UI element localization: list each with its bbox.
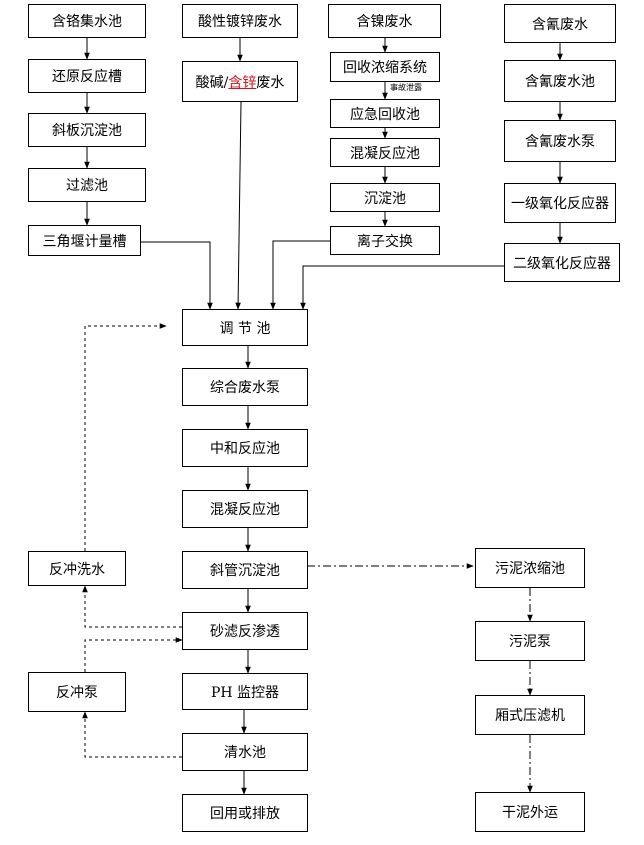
nickel-coagulation-tank: 混凝反应池 [330, 138, 440, 167]
chamber-filter-press: 厢式压滤机 [475, 695, 585, 735]
arrow-clear-to-pump [82, 711, 182, 758]
inclined-plate-settler: 斜板沉淀池 [28, 113, 146, 147]
equalization-tank: 调 节 池 [182, 309, 308, 346]
coagulation-reaction-tank: 混凝反应池 [182, 490, 308, 528]
filter-tank: 过滤池 [28, 168, 146, 202]
nickel-wastewater-source: 含镍废水 [328, 4, 441, 38]
cyanide-wastewater-tank: 含氰废水池 [504, 60, 616, 102]
reuse-or-discharge: 回用或排放 [182, 794, 308, 832]
arrow-ion-to-equalize [270, 240, 330, 310]
secondary-oxidation-reactor: 二级氧化反应器 [504, 243, 620, 282]
arrow-pump-to-sand [84, 637, 183, 672]
acid-zinc-wastewater-source: 酸性镀锌废水 [182, 4, 298, 38]
dry-sludge-transport: 干泥外运 [475, 792, 585, 832]
combined-wastewater-pump: 综合废水泵 [182, 368, 308, 406]
recovery-concentration-system: 回收浓缩系统 [330, 52, 440, 82]
emergency-recovery-tank: 应急回收池 [330, 99, 440, 128]
cyanide-wastewater-source: 含氰废水 [504, 4, 616, 43]
chrome-collection-tank: 含铬集水池 [28, 4, 146, 38]
sand-filter-reverse-osmosis: 砂滤反渗透 [182, 612, 308, 650]
nickel-sediment-tank: 沉淀池 [330, 183, 440, 212]
cyanide-wastewater-pump: 含氰废水泵 [504, 120, 616, 162]
arrow-sand-to-backwash [82, 585, 182, 628]
ion-exchange: 离子交换 [330, 226, 440, 255]
arrow-cn-to-equalize [300, 265, 504, 310]
zinc-highlight: 含锌 [228, 74, 257, 91]
arrow-weir-to-equalize [141, 241, 213, 310]
backwash-water: 反冲洗水 [28, 551, 126, 586]
reduction-reaction-tank: 还原反应槽 [28, 59, 146, 93]
neutralization-tank: 中和反应池 [182, 429, 308, 467]
primary-oxidation-reactor: 一级氧化反应器 [504, 183, 616, 223]
backwash-pump: 反冲泵 [28, 672, 126, 712]
ph-monitor: PH 监控器 [182, 673, 308, 710]
triangular-weir-meter: 三角堰计量槽 [28, 225, 141, 256]
arrow-backwash-to-equalize [84, 323, 167, 551]
sludge-pump: 污泥泵 [475, 621, 585, 661]
arrow-acid-to-equalize [235, 101, 242, 310]
inclined-tube-settler: 斜管沉淀池 [182, 551, 308, 589]
accident-leak-note: 事故泄露 [390, 83, 422, 92]
sludge-thickener: 污泥浓缩池 [475, 548, 585, 588]
clear-water-tank: 清水池 [182, 733, 308, 771]
acid-alkali-zinc-wastewater: 酸碱/含锌废水 [182, 61, 298, 102]
